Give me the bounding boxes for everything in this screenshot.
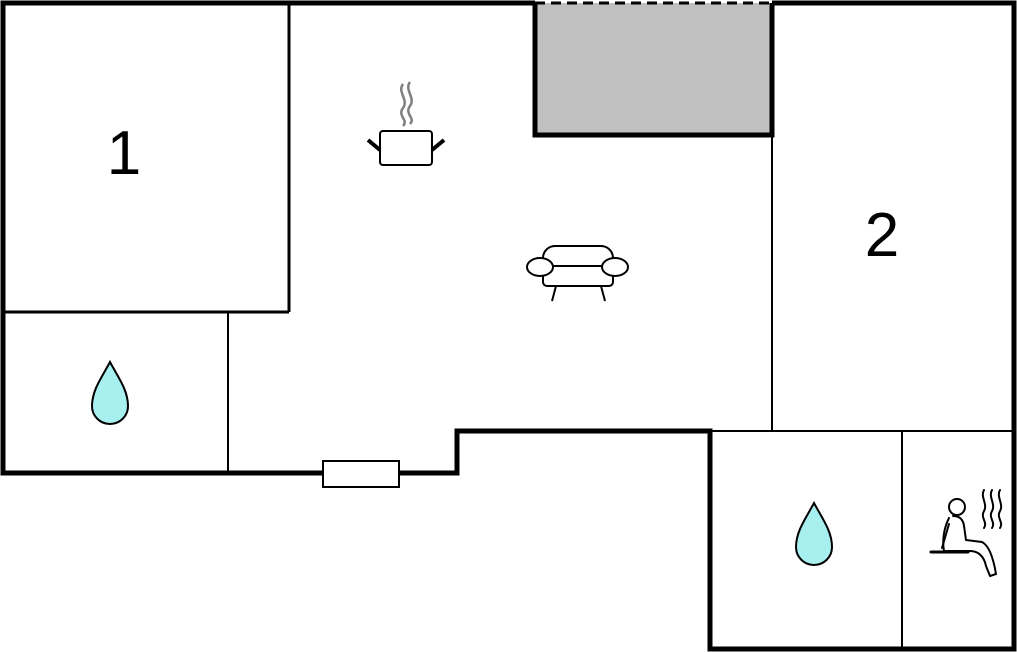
sauna-head xyxy=(948,498,966,516)
sauna-icon xyxy=(929,489,1003,577)
room-2-label: 2 xyxy=(865,201,899,270)
water-drop-icon xyxy=(90,359,130,426)
room-1-label: 1 xyxy=(107,119,141,188)
terrace-fill xyxy=(535,3,772,135)
steam-line-1 xyxy=(400,83,406,127)
pot-handle-left xyxy=(366,138,382,152)
sofa-arm-left xyxy=(526,257,554,277)
sauna-steam-2 xyxy=(989,489,995,529)
pot-body xyxy=(379,130,433,166)
sauna-body xyxy=(942,515,997,577)
cooking-pot-icon xyxy=(366,81,446,166)
sofa-arm-right xyxy=(601,257,629,277)
sofa-icon xyxy=(526,245,629,302)
sofa-leg-right xyxy=(600,285,606,302)
steam-line-2 xyxy=(407,81,413,125)
window xyxy=(322,460,400,488)
terrace-wall xyxy=(532,3,775,138)
interior-walls xyxy=(3,3,1014,649)
sauna-steam-3 xyxy=(997,489,1003,529)
water-drop-icon xyxy=(794,500,834,567)
pot-handle-right xyxy=(430,138,446,152)
sauna-steam-1 xyxy=(981,489,987,529)
sofa-leg-left xyxy=(551,285,557,302)
terrace xyxy=(532,1,775,138)
sauna-arm xyxy=(941,523,950,549)
